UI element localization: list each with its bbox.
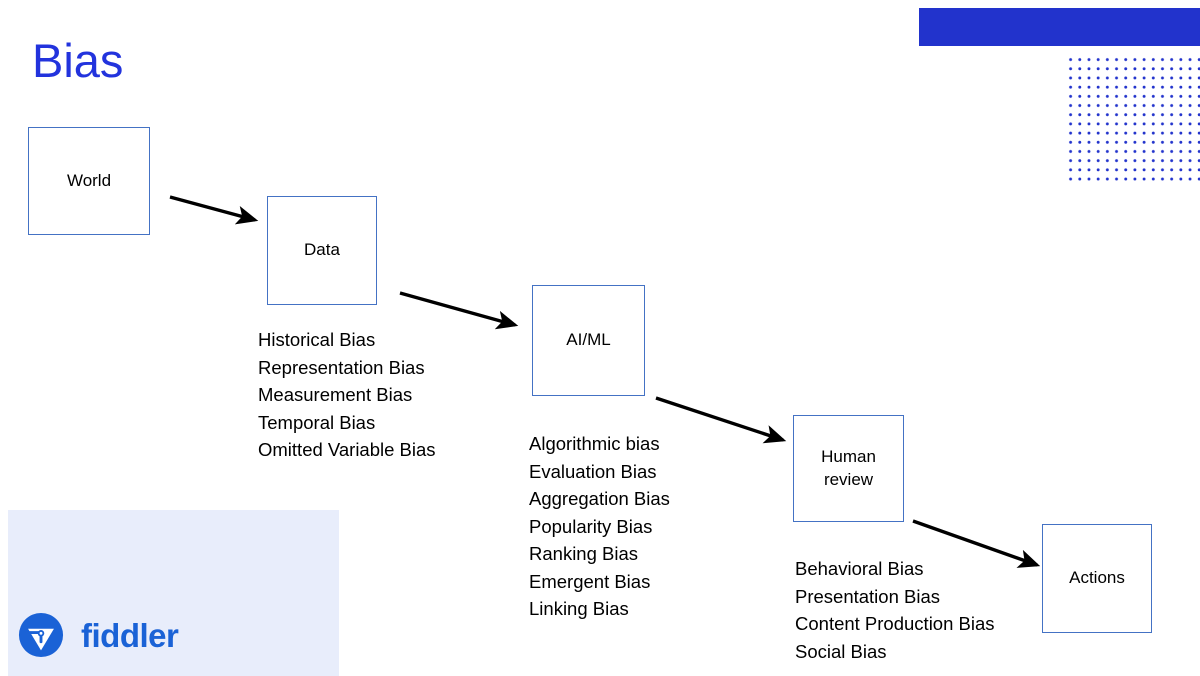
page-title: Bias bbox=[32, 34, 124, 87]
fiddler-mark-icon bbox=[18, 612, 64, 658]
flow-box-aiml-label: AI/ML bbox=[566, 330, 611, 350]
bias-list-item: Ranking Bias bbox=[529, 543, 639, 564]
flow-box-human-review-label-line1: Human bbox=[821, 447, 876, 467]
bias-list-human: Behavioral Bias Presentation Bias Conten… bbox=[795, 555, 995, 665]
bias-list-item: Algorithmic bias bbox=[529, 433, 660, 454]
fiddler-wordmark: fiddler bbox=[81, 616, 179, 654]
arrow-aiml-to-human bbox=[655, 396, 787, 444]
bias-list-item: Representation Bias bbox=[258, 356, 425, 378]
bias-list-item: Content Production Bias bbox=[795, 613, 995, 634]
arrow-data-to-aiml bbox=[399, 291, 519, 330]
flow-box-data[interactable]: Data bbox=[267, 196, 377, 305]
flow-box-actions[interactable]: Actions bbox=[1042, 524, 1152, 633]
arrow-world-to-data bbox=[169, 195, 259, 225]
bias-list-item: Presentation Bias bbox=[795, 585, 941, 607]
logo-panel: fiddler bbox=[8, 510, 339, 676]
bias-list-item: Evaluation Bias bbox=[529, 460, 657, 482]
bias-list-item: Historical Bias bbox=[258, 329, 376, 350]
flow-box-world[interactable]: World bbox=[28, 127, 150, 235]
fiddler-logo: fiddler bbox=[18, 612, 179, 658]
flow-box-world-label: World bbox=[66, 170, 112, 190]
bias-list-item: Social Bias bbox=[795, 640, 887, 662]
bias-list-item: Linking Bias bbox=[529, 598, 629, 619]
bias-list-item: Behavioral Bias bbox=[795, 558, 924, 579]
bias-list-item: Aggregation Bias bbox=[529, 488, 670, 509]
flow-box-data-label: Data bbox=[304, 240, 340, 260]
flow-box-human-review-label-line2: review bbox=[823, 469, 874, 489]
dot-grid-decoration bbox=[1066, 55, 1200, 182]
bias-list-item: Measurement Bias bbox=[258, 384, 413, 405]
flow-box-aiml[interactable]: AI/ML bbox=[532, 285, 645, 396]
bias-list-item: Omitted Variable Bias bbox=[258, 439, 436, 460]
bias-list-item: Popularity Bias bbox=[529, 515, 653, 537]
flow-box-human-review-label: Human review bbox=[821, 446, 876, 491]
bias-list-data: Historical Bias Representation Bias Meas… bbox=[258, 326, 436, 464]
accent-bar bbox=[919, 8, 1200, 46]
bias-list-item: Emergent Bias bbox=[529, 570, 651, 592]
flow-box-human-review[interactable]: Human review bbox=[793, 415, 904, 522]
bias-list-aiml: Algorithmic bias Evaluation Bias Aggrega… bbox=[529, 430, 670, 623]
bias-list-item: Temporal Bias bbox=[258, 411, 376, 433]
flow-box-actions-label: Actions bbox=[1069, 568, 1125, 588]
